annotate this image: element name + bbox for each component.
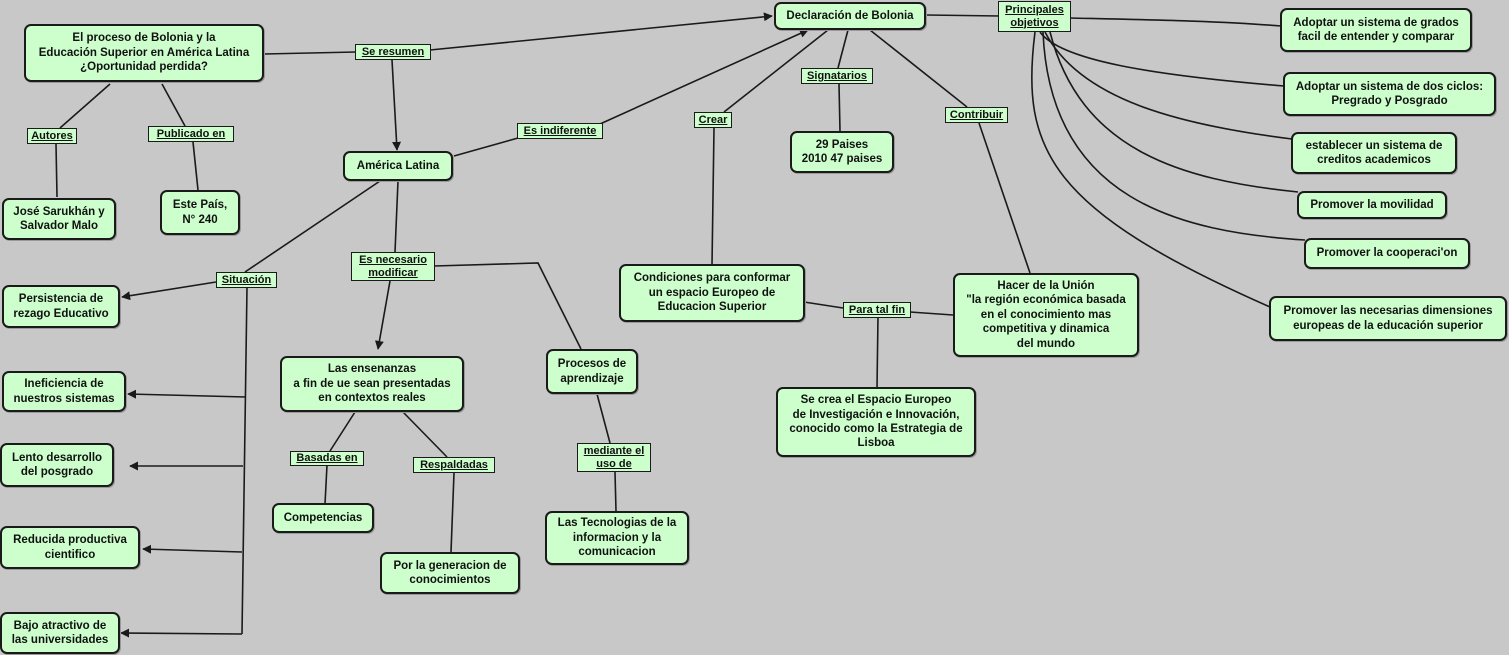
- link-situacion[interactable]: Situación: [216, 272, 277, 288]
- node-objetivo-dimensiones[interactable]: Promover las necesarias dimensiones euro…: [1269, 296, 1507, 341]
- link-se-resumen[interactable]: Se resumen: [355, 44, 431, 60]
- node-declaracion-bolonia[interactable]: Declaración de Bolonia: [774, 2, 926, 30]
- link-principales-objetivos[interactable]: Principales objetivos: [998, 1, 1071, 32]
- link-es-indiferente[interactable]: Es indiferente: [517, 123, 603, 139]
- node-paises[interactable]: 29 Paises 2010 47 paises: [790, 131, 894, 173]
- node-ineficiencia[interactable]: Ineficiencia de nuestros sistemas: [2, 371, 126, 412]
- node-america-latina[interactable]: América Latina: [343, 151, 453, 181]
- link-mediante-uso[interactable]: mediante el uso de: [577, 443, 651, 472]
- node-competencias[interactable]: Competencias: [272, 503, 374, 533]
- link-para-tal-fin[interactable]: Para tal fin: [843, 302, 911, 318]
- node-reducida-productiva[interactable]: Reducida productiva cientifico: [0, 526, 140, 569]
- node-objetivo-movilidad[interactable]: Promover la movilidad: [1297, 191, 1447, 219]
- node-objetivo-grados[interactable]: Adoptar un sistema de grados facil de en…: [1280, 8, 1472, 52]
- link-contribuir[interactable]: Contribuir: [945, 107, 1008, 123]
- node-objetivo-cooperacion[interactable]: Promover la cooperaci'on: [1304, 238, 1470, 269]
- link-basadas-en[interactable]: Basadas en: [290, 451, 364, 466]
- node-objetivo-dos-ciclos[interactable]: Adoptar un sistema de dos ciclos: Pregra…: [1283, 72, 1496, 116]
- node-persistencia[interactable]: Persistencia de rezago Educativo: [2, 285, 120, 328]
- link-publicado-en[interactable]: Publicado en: [148, 126, 234, 142]
- node-publicacion[interactable]: Este País, N° 240: [160, 190, 240, 235]
- node-condiciones-espacio[interactable]: Condiciones para conformar un espacio Eu…: [619, 264, 805, 322]
- link-crear[interactable]: Crear: [694, 112, 732, 128]
- node-tecnologias[interactable]: Las Tecnologias de la informacion y la c…: [545, 511, 689, 565]
- node-bolonia-libro[interactable]: El proceso de Bolonia y la Educación Sup…: [24, 24, 264, 82]
- link-signatarios[interactable]: Signatarios: [801, 68, 873, 84]
- node-procesos-aprendizaje[interactable]: Procesos de aprendizaje: [546, 349, 638, 394]
- node-bajo-atractivo[interactable]: Bajo atractivo de las universidades: [0, 612, 120, 654]
- node-ensenanzas[interactable]: Las ensenanzas a fin de ue sean presenta…: [280, 356, 464, 412]
- link-autores[interactable]: Autores: [27, 128, 77, 144]
- node-hacer-union[interactable]: Hacer de la Unión "la región económica b…: [953, 273, 1139, 357]
- node-autores-nombres[interactable]: José Sarukhán y Salvador Malo: [2, 198, 116, 240]
- node-lento-desarrollo[interactable]: Lento desarrollo del posgrado: [0, 443, 114, 487]
- link-respaldadas[interactable]: Respaldadas: [413, 457, 495, 473]
- node-espacio-europeo-investigacion[interactable]: Se crea el Espacio Europeo de Investigac…: [776, 387, 976, 457]
- link-es-necesario-modificar[interactable]: Es necesario modificar: [351, 252, 435, 281]
- node-generacion-conocimientos[interactable]: Por la generacion de conocimientos: [380, 552, 520, 594]
- node-objetivo-creditos[interactable]: establecer un sistema de creditos academ…: [1291, 132, 1457, 174]
